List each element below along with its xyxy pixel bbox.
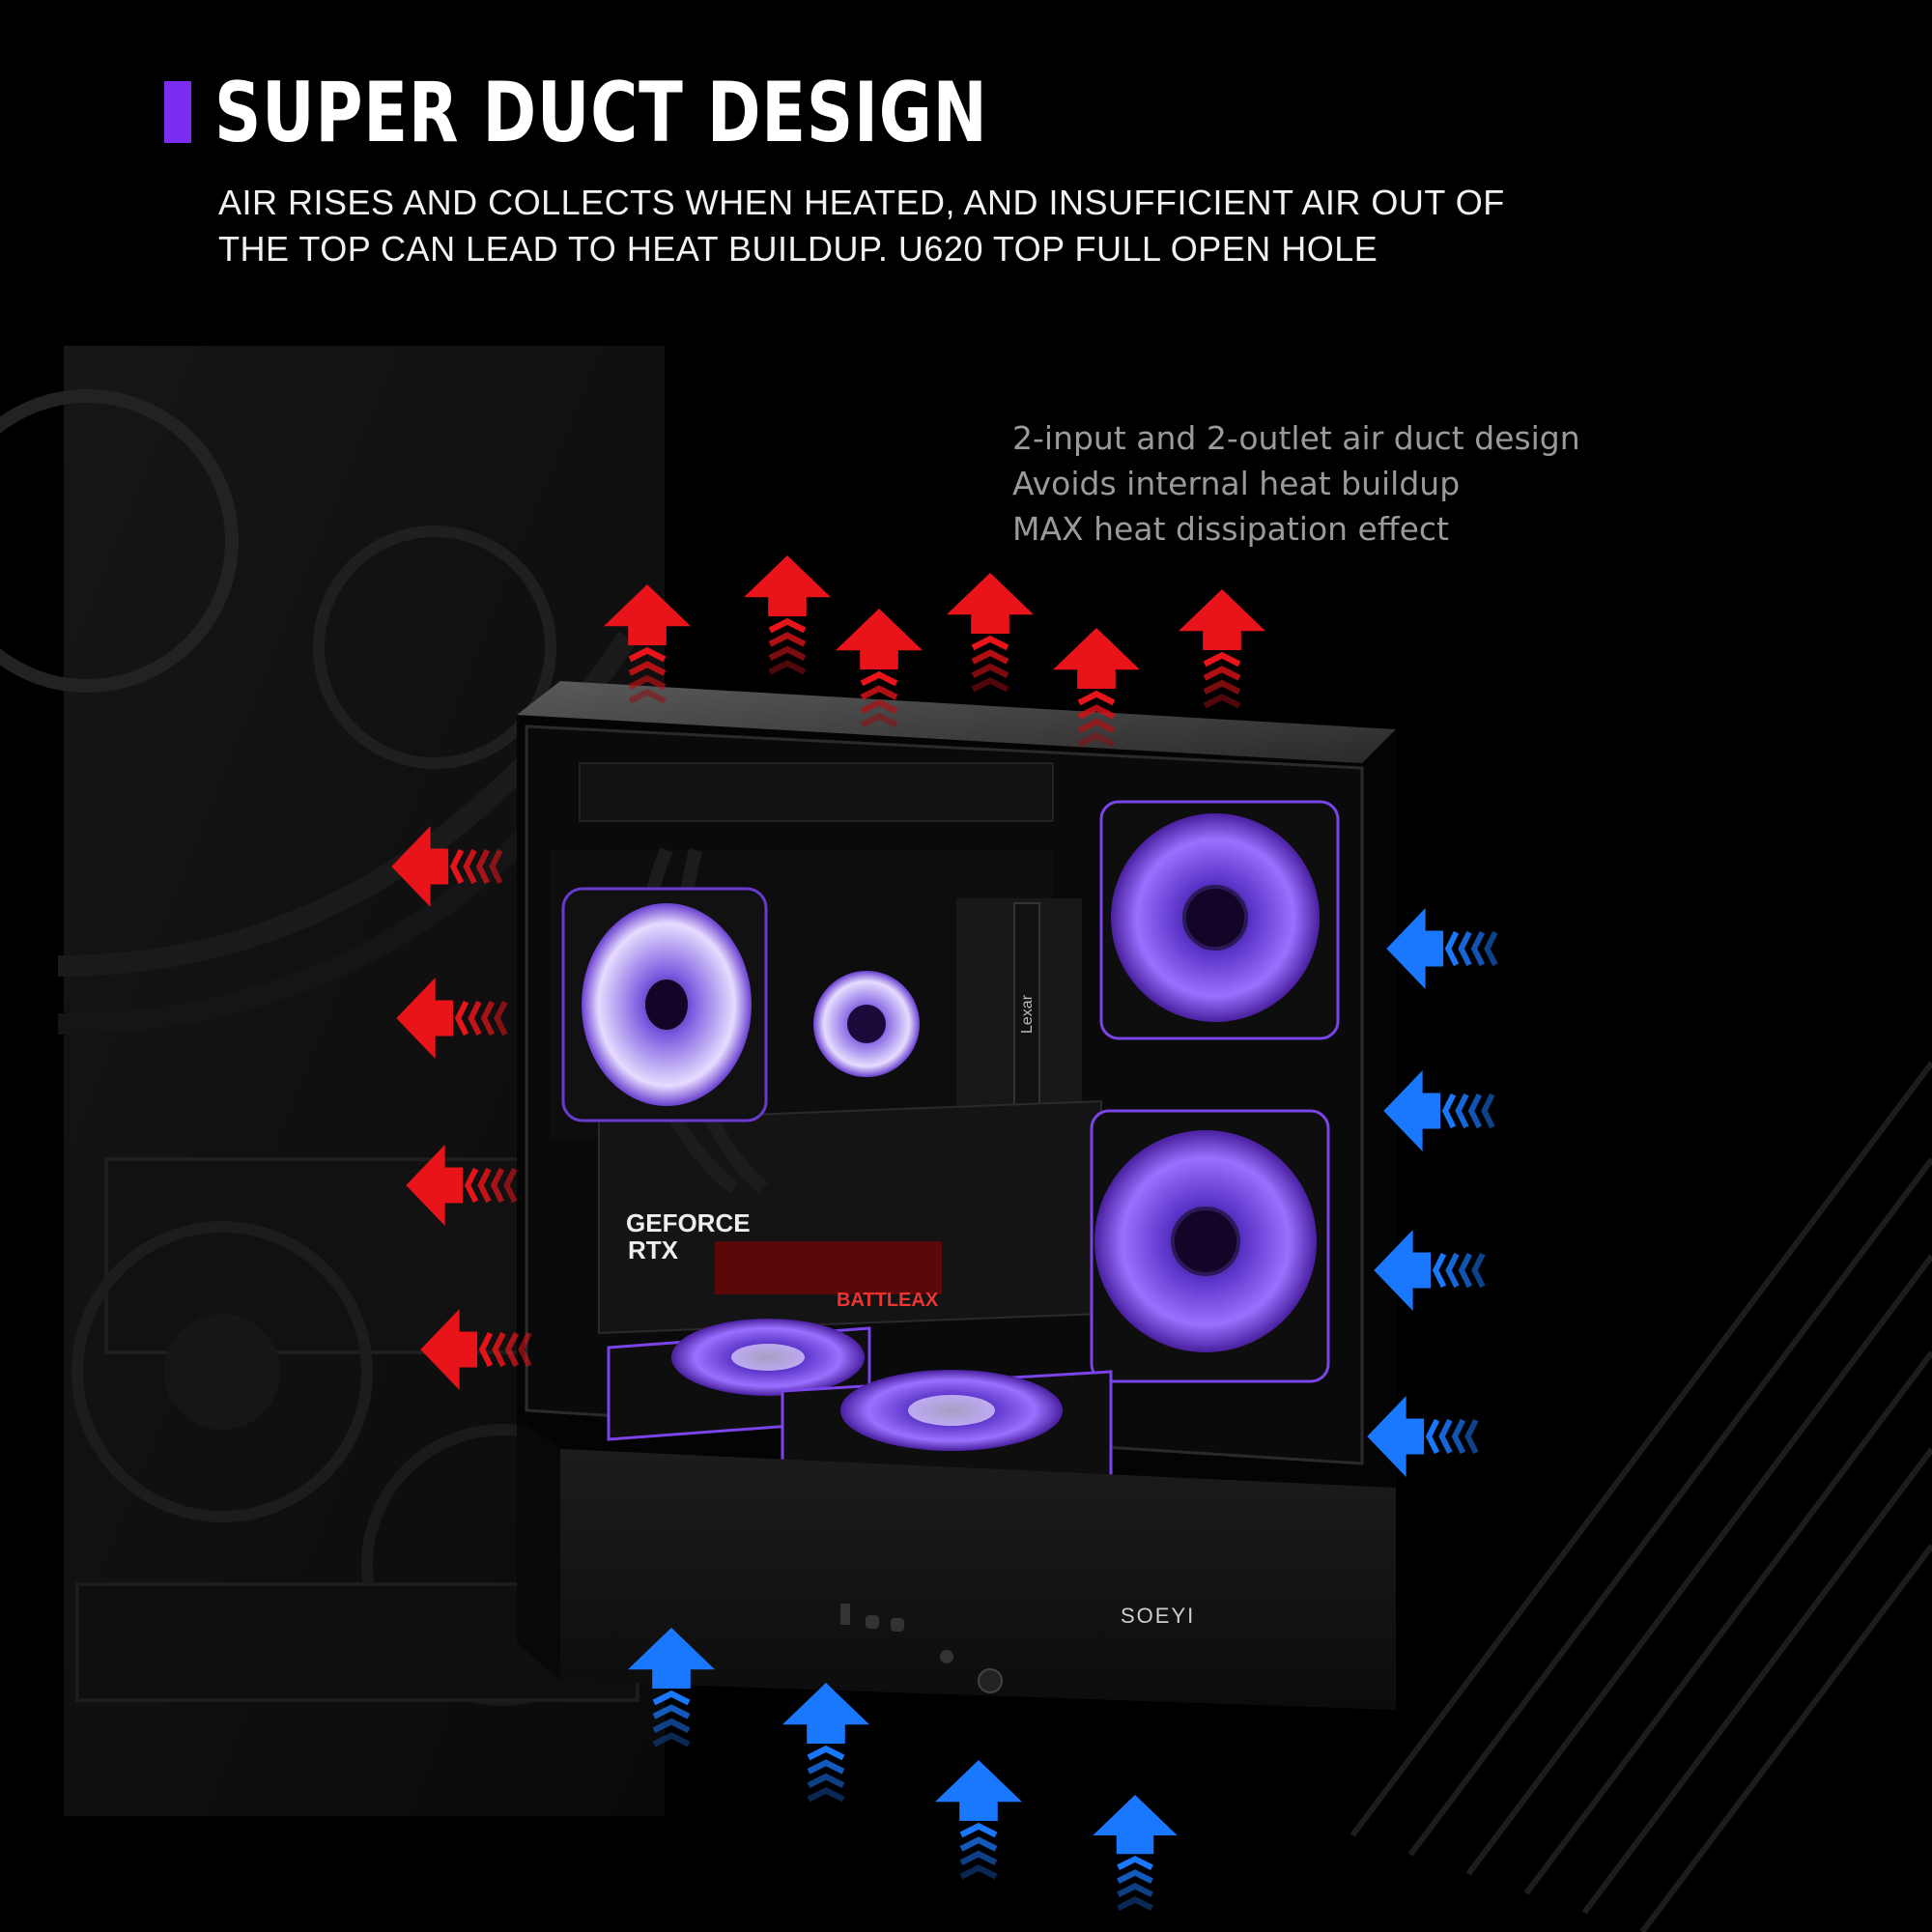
page-subtitle: AIR RISES AND COLLECTS WHEN HEATED, AND … bbox=[218, 180, 1522, 272]
case-top bbox=[517, 681, 1396, 763]
pump-head bbox=[813, 971, 920, 1077]
intake-arrow-left bbox=[1386, 908, 1495, 989]
side-fan-top bbox=[1099, 800, 1340, 1040]
case-brand: SOEYI bbox=[1121, 1604, 1195, 1628]
background-stripes bbox=[1350, 1061, 1932, 1932]
side-fan-bottom bbox=[1090, 1109, 1330, 1383]
feature-list: 2-input and 2-outlet air duct design Avo… bbox=[1012, 415, 1580, 552]
feature-item: 2-input and 2-outlet air duct design bbox=[1012, 419, 1580, 457]
intake-arrow-up bbox=[1093, 1795, 1178, 1908]
feature-item: MAX heat dissipation effect bbox=[1012, 510, 1449, 548]
intake-arrow-left bbox=[1383, 1070, 1492, 1151]
feature-item: Avoids internal heat buildup bbox=[1012, 465, 1461, 502]
subtitle-line-2: THE TOP CAN LEAD TO HEAT BUILDUP. U620 T… bbox=[218, 229, 1378, 269]
page-title: SUPER DUCT DESIGN bbox=[214, 65, 988, 161]
intake-arrow-up bbox=[782, 1683, 869, 1800]
audio-jack bbox=[940, 1650, 953, 1663]
exhaust-arrow-up bbox=[947, 573, 1034, 690]
power-button bbox=[978, 1668, 1003, 1693]
subtitle-line-1: AIR RISES AND COLLECTS WHEN HEATED, AND … bbox=[218, 183, 1505, 222]
ram-stick bbox=[1013, 902, 1040, 1136]
gpu-label-2: RTX bbox=[628, 1236, 679, 1264]
case-base bbox=[560, 1449, 1396, 1710]
title-accent-bar bbox=[164, 81, 191, 143]
usb-c-port bbox=[866, 1615, 879, 1629]
rear-fan bbox=[561, 887, 768, 1122]
ram-label: Lexar bbox=[1019, 994, 1036, 1034]
intake-arrow-up bbox=[935, 1760, 1022, 1877]
usb-port bbox=[840, 1604, 850, 1625]
exhaust-arrow-up bbox=[1179, 589, 1265, 706]
gpu-brand: BATTLEAX bbox=[837, 1290, 939, 1311]
gpu-brand-plate bbox=[715, 1241, 942, 1294]
gpu-label-1: GEFORCE bbox=[626, 1208, 751, 1237]
exhaust-arrow-up bbox=[744, 555, 831, 672]
usb-c-port bbox=[891, 1618, 904, 1632]
pc-case: Lexar GEFORCE RTX BATTLEAX bbox=[517, 681, 1396, 1710]
